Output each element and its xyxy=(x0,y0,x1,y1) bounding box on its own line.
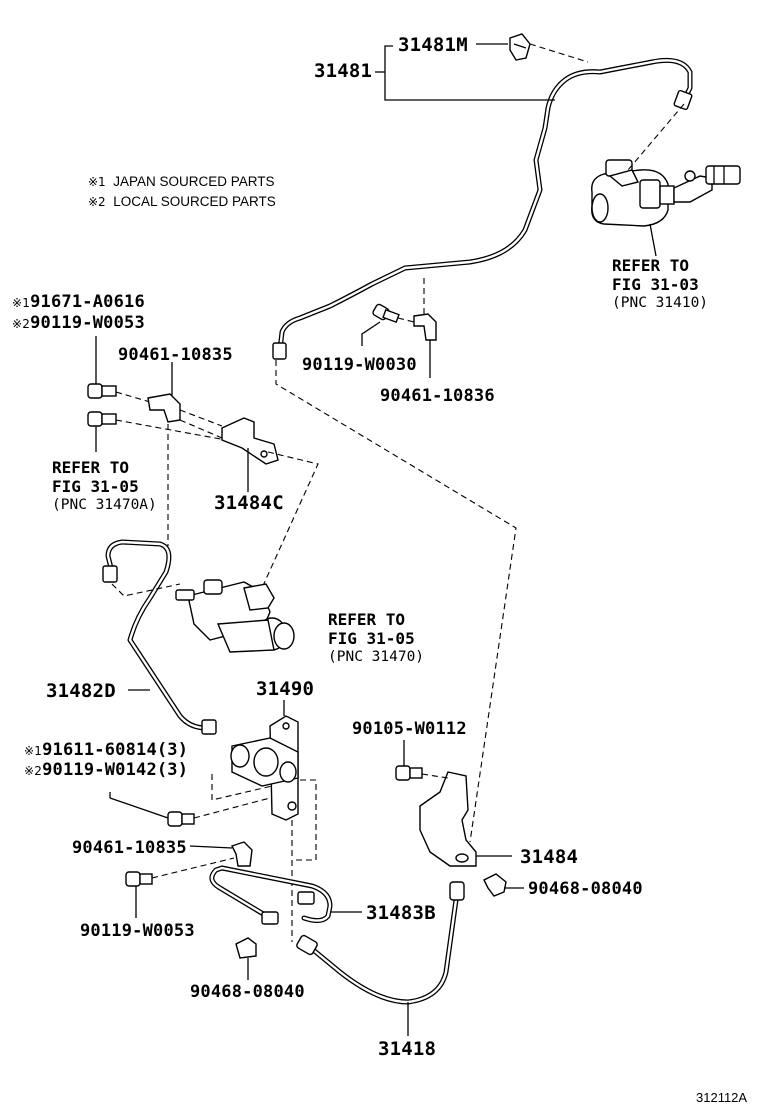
legend-local: ※2 LOCAL SOURCED PARTS xyxy=(88,192,276,212)
label-91671-A0616: ※191671-A0616 xyxy=(12,292,145,312)
pipe-31482D xyxy=(102,539,217,735)
clip-90468-08040-right xyxy=(483,873,507,897)
diagram-code: 312112A xyxy=(696,1090,748,1105)
release-cylinder xyxy=(175,579,295,653)
label-90119-W0030: 90119-W0030 xyxy=(302,355,417,375)
label-31490: 31490 xyxy=(256,678,315,700)
ref2-title: REFER TO xyxy=(52,458,130,477)
ref3-fig: FIG 31-05 xyxy=(328,629,415,648)
clamp-90461-10835-lower xyxy=(231,841,253,867)
bolt-90105-W0112 xyxy=(395,765,423,781)
ref-fig-31-05-a: REFER TO FIG 31-05 (PNC 31470A) xyxy=(52,458,157,515)
label-90461-10835-lower: 90461-10835 xyxy=(72,838,187,858)
clamp-90461-10836 xyxy=(413,313,437,341)
clutch-pipe-31481 xyxy=(272,57,693,360)
bolt-90119-W0053-lower xyxy=(125,871,153,887)
label-31418: 31418 xyxy=(378,1038,437,1060)
bolt-91671-A0616 xyxy=(87,383,117,399)
bolt-91611-60814 xyxy=(167,811,195,827)
ref3-title: REFER TO xyxy=(328,610,406,629)
label-91671-A0616-text: 91671-A0616 xyxy=(30,292,145,312)
ref1-fig: FIG 31-03 xyxy=(612,275,699,294)
legend-mark-2: ※2 xyxy=(88,195,106,209)
label-90119-W0053-lower: 90119-W0053 xyxy=(80,921,195,941)
mark-local-1: ※2 xyxy=(12,317,31,331)
clamp-90461-10835-upper xyxy=(147,393,181,423)
label-90119-W0142: ※290119-W0142(3) xyxy=(24,760,188,780)
ref-fig-31-03: REFER TO FIG 31-03 (PNC 31410) xyxy=(612,256,708,313)
label-90105-W0112: 90105-W0112 xyxy=(352,719,467,739)
legend-text-2: LOCAL SOURCED PARTS xyxy=(113,194,276,209)
master-cylinder xyxy=(591,159,741,227)
label-31483B: 31483B xyxy=(366,902,436,924)
ref-fig-31-05-b: REFER TO FIG 31-05 (PNC 31470) xyxy=(328,610,424,667)
pipe-31483B xyxy=(209,865,333,925)
label-91611-60814: ※191611-60814(3) xyxy=(24,740,188,760)
mark-local-2: ※2 xyxy=(24,764,43,778)
ref3-pnc: (PNC 31470) xyxy=(328,649,425,665)
ref1-title: REFER TO xyxy=(612,256,690,275)
label-90119-W0142-text: 90119-W0142(3) xyxy=(42,760,189,780)
label-90468-08040-lower: 90468-08040 xyxy=(190,982,305,1002)
label-31481M: 31481M xyxy=(398,34,468,56)
bracket-31484C xyxy=(221,417,279,465)
bracket-31484 xyxy=(419,771,477,867)
mark-japan-1: ※1 xyxy=(12,296,31,310)
legend-text-1: JAPAN SOURCED PARTS xyxy=(113,174,275,189)
label-31484: 31484 xyxy=(520,846,579,868)
clip-31481M xyxy=(509,33,531,61)
label-31481: 31481 xyxy=(314,60,373,82)
hose-31418 xyxy=(296,881,465,1005)
label-31482D: 31482D xyxy=(46,680,116,702)
label-90468-08040-right: 90468-08040 xyxy=(528,879,643,899)
bolt-90119-W0030 xyxy=(372,303,400,324)
damper-31490 xyxy=(230,715,299,821)
mark-japan-2: ※1 xyxy=(24,744,43,758)
label-90461-10836: 90461-10836 xyxy=(380,386,495,406)
legend-mark-1: ※1 xyxy=(88,175,106,189)
ref1-pnc: (PNC 31410) xyxy=(612,295,709,311)
bolt-upper-left xyxy=(87,411,117,427)
ref2-fig: FIG 31-05 xyxy=(52,477,139,496)
label-31484C: 31484C xyxy=(214,492,284,514)
clip-90468-08040-lower xyxy=(235,937,257,959)
label-90461-10835-upper: 90461-10835 xyxy=(118,345,233,365)
legend-japan: ※1 JAPAN SOURCED PARTS xyxy=(88,172,275,192)
label-90119-W0053-upper: ※290119-W0053 xyxy=(12,313,145,333)
label-90119-W0053-upper-text: 90119-W0053 xyxy=(30,313,145,333)
ref2-pnc: (PNC 31470A) xyxy=(52,497,157,513)
label-91611-60814-text: 91611-60814(3) xyxy=(42,740,189,760)
